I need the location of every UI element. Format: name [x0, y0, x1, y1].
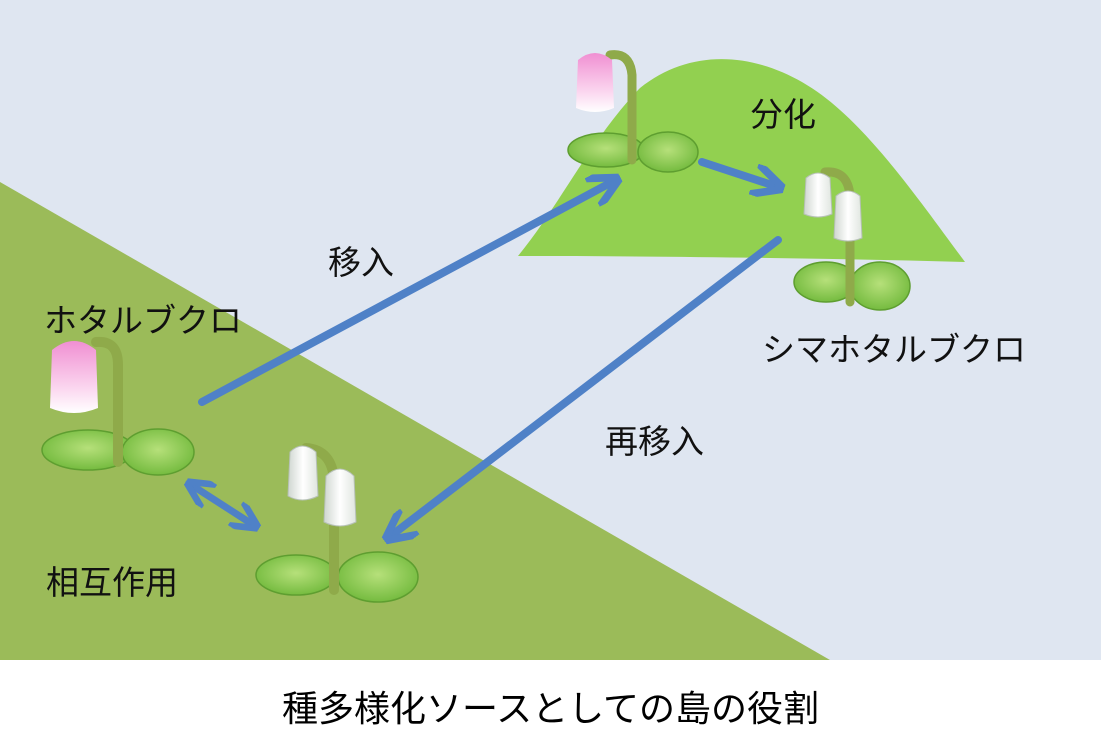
interaction-label: 相互作用 — [46, 563, 178, 602]
pink-bellflower-icon — [41, 336, 195, 476]
shima-hotarubukuro-label: シマホタルブクロ — [762, 330, 1026, 369]
interaction-double-arrow — [193, 486, 252, 524]
white-bellflower-icon — [255, 443, 419, 603]
immigration-arrow — [198, 182, 612, 406]
immigration-label: 移入 — [328, 243, 394, 282]
re-immigration-arrow — [392, 236, 782, 535]
white-bellflower-icon — [793, 167, 911, 311]
differentiation-arrow — [698, 158, 775, 186]
re-immigration-label: 再移入 — [605, 422, 704, 461]
mainland — [0, 182, 830, 660]
pink-bellflower-icon — [567, 50, 699, 173]
hotarubukuro-label: ホタルブクロ — [44, 301, 242, 340]
island-diversification-diagram — [0, 0, 1101, 660]
figure-caption: 種多様化ソースとしての島の役割 — [281, 689, 820, 730]
differentiation-label: 分化 — [750, 95, 816, 134]
